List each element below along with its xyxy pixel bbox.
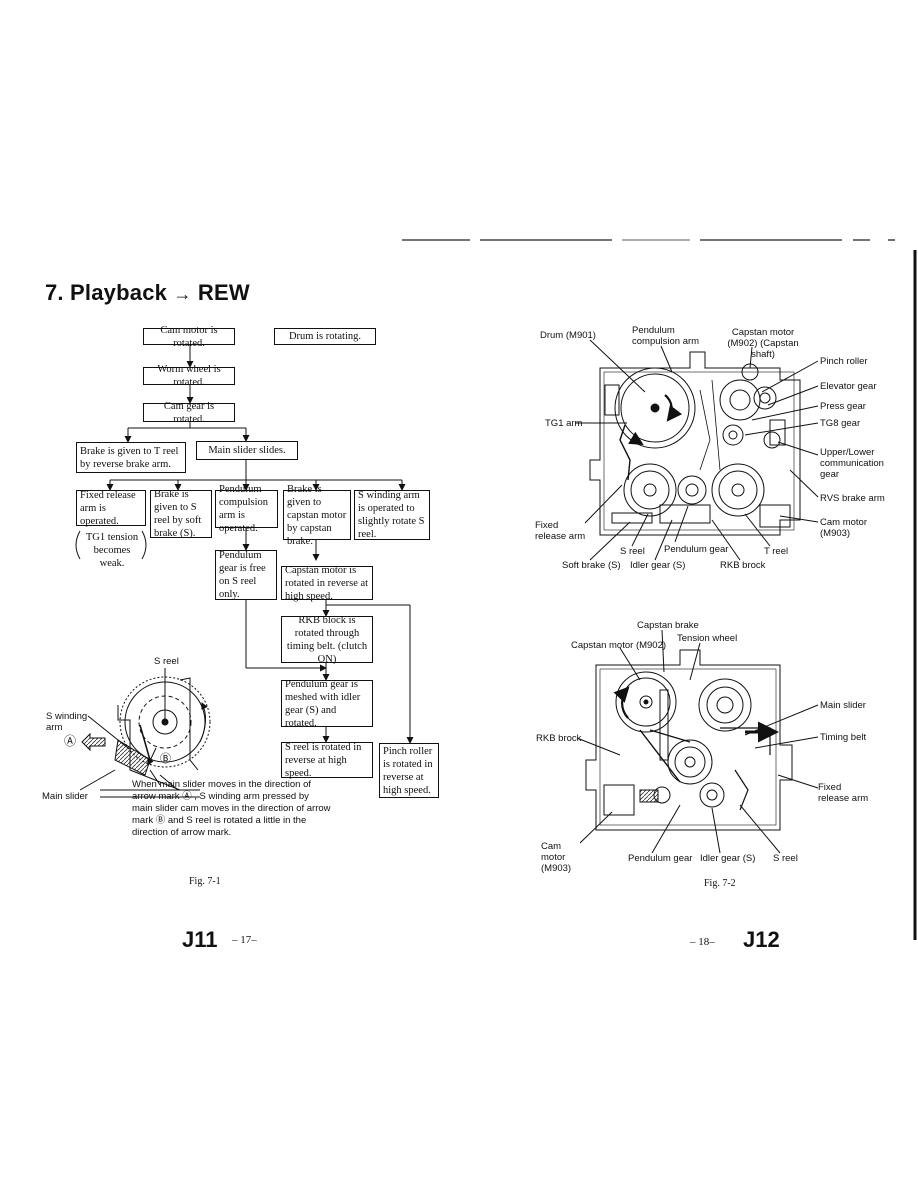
label-fixed-release-bottom: Fixed release arm (818, 782, 869, 804)
box-cam-motor: Cam motor is rotated. (143, 325, 235, 349)
label-idler-gear-bottom: Idler gear (S) (700, 853, 756, 864)
label-tg8-gear: TG8 gear (820, 418, 861, 429)
box-brake-s: Brake is given to S reel by soft brake (… (150, 489, 212, 539)
box-pinch: Pinch roller is rotated in reverse at hi… (379, 743, 439, 798)
box-pendulum-mesh: Pendulum gear is meshed with idler gear … (281, 679, 373, 729)
label-tg1-arm: TG1 arm (545, 418, 583, 429)
box-fixed-release: Fixed release arm is operated. (76, 490, 146, 527)
page-number-left: – 17– (232, 934, 257, 946)
label-idler-gear-top: Idler gear (S) (630, 560, 686, 571)
label-pendulum-gear-bottom: Pendulum gear (628, 853, 693, 864)
box-s-winding: S winding arm is operated to slightly ro… (354, 490, 430, 540)
title-arrow: → (173, 284, 192, 304)
box-main-slider: Main slider slides. (196, 441, 298, 460)
fig-7-1-caption: Fig. 7-1 (189, 876, 221, 887)
mark-a-label: Ⓐ (64, 734, 77, 748)
detail-main-slider-label: Main slider (42, 791, 88, 802)
page-code-right: J12 (743, 927, 780, 952)
box-pendulum-free: Pendulum gear is free on S reel only. (215, 550, 277, 600)
label-press-gear: Press gear (820, 401, 866, 412)
detail-note: When main slider moves in the direction … (132, 779, 331, 838)
flow-connectors (106, 344, 414, 744)
title-text: 7. Playback (45, 280, 168, 305)
page-code-left: J11 (182, 927, 218, 952)
label-rkb-brock-top: RKB brock (720, 560, 766, 571)
box-pendulum-arm: Pendulum compulsion arm is operated. (215, 484, 278, 534)
s-reel-detail (79, 668, 211, 798)
label-s-reel-top: S reel (620, 546, 645, 557)
arrow-a (81, 732, 106, 752)
box-worm-wheel: Worm wheel is rotated. (143, 364, 235, 388)
label-elevator-gear: Elevator gear (820, 381, 877, 392)
box-s-reel-rev: S reel is rotated in reverse at high spe… (281, 742, 373, 779)
label-cam-motor-top: Cam motor (M903) (820, 517, 867, 539)
detail-s-winding-label: S winding arm (46, 711, 88, 733)
label-main-slider: Main slider (820, 700, 866, 711)
label-s-reel-bottom: S reel (773, 853, 798, 864)
fig-7-2-caption: Fig. 7-2 (704, 878, 736, 889)
box-capstan-brake: Brake is given to capstan motor by capst… (283, 484, 351, 547)
label-tension-wheel: Tension wheel (677, 633, 738, 644)
detail-s-reel-label: S reel (154, 656, 179, 667)
label-pendulum-gear-top: Pendulum gear (664, 544, 729, 555)
box-rkb: RKB block is rotated through timing belt… (281, 615, 373, 665)
label-drum: Drum (M901) (540, 330, 596, 341)
label-timing-belt: Timing belt (820, 732, 867, 743)
label-soft-brake: Soft brake (S) (562, 560, 621, 571)
label-rvs-brake: RVS brake arm (820, 493, 885, 504)
label-fixed-release-top: Fixed release arm (535, 520, 586, 542)
box-brake-t: Brake is given to T reel by reverse brak… (76, 442, 186, 473)
title-mode: REW (197, 280, 250, 305)
mark-b-label: Ⓑ (160, 753, 171, 765)
label-rkb-brock-bottom: RKB brock (536, 733, 582, 744)
label-upper-lower: Upper/Lower communication gear (820, 447, 884, 480)
box-capstan-reverse: Capstan motor is rotated in reverse at h… (281, 565, 373, 602)
label-t-reel: T reel (764, 546, 789, 557)
page-title: 7. Playback → REW (45, 280, 250, 306)
label-pinch-roller: Pinch roller (820, 356, 868, 367)
paren-left (75, 530, 81, 560)
label-pendulum-arm: Pendulum compulsion arm (632, 325, 700, 347)
bottom-mechanism (576, 629, 819, 854)
page-number-right: – 18– (690, 936, 715, 948)
label-capstan-brake: Capstan brake (637, 620, 699, 631)
label-capstan-motor-top: Capstan motor (M902) (Capstan shaft) (727, 327, 799, 360)
box-drum: Drum is rotating. (274, 328, 376, 345)
tg1-note: TG1 tension becomes weak. (85, 532, 139, 569)
box-cam-gear: Cam gear is rotated. (143, 401, 235, 425)
label-capstan-motor-bottom: Capstan motor (M902) (571, 640, 667, 651)
paren-right (141, 530, 147, 560)
label-cam-motor-bottom: Cam motor (M903) (541, 841, 572, 874)
top-mechanism (575, 339, 819, 561)
